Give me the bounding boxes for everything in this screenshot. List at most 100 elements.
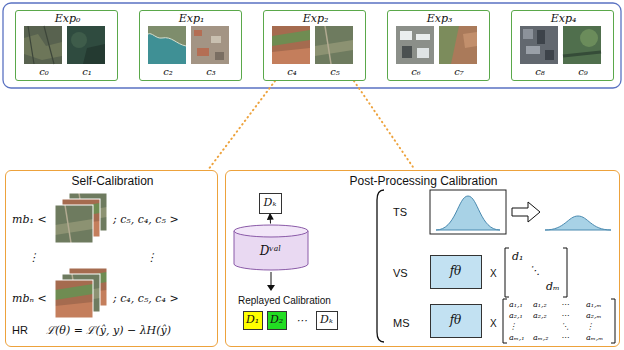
panel-title: Post-Processing Calibration	[349, 174, 497, 188]
node-label: a₁,₂	[533, 300, 547, 310]
art-use	[563, 26, 601, 64]
art-path	[377, 190, 384, 342]
node-label: MS	[393, 317, 410, 330]
node-label: Dᵛᵃˡ	[260, 244, 282, 258]
art-path	[505, 248, 567, 297]
art-rect	[430, 190, 506, 234]
dotted-link	[354, 81, 415, 170]
node-label: Dₖ	[264, 196, 277, 209]
node-label: ⋯	[561, 300, 569, 310]
node-label: dₘ	[546, 280, 560, 293]
panel-title: Self-Calibration	[71, 174, 153, 188]
node-label: ⋱	[561, 322, 569, 332]
model-box: fθ	[430, 255, 482, 289]
experience-box: Exp₁ c₂ c₃	[139, 10, 242, 81]
node-label: ⋱	[529, 264, 540, 277]
art-use	[24, 26, 62, 64]
node-label: c₅	[330, 66, 340, 78]
dataset-box: Dₖ	[316, 311, 338, 330]
cylinder-top	[234, 225, 308, 237]
node-label: a₂,ₘ	[586, 311, 601, 321]
node-label: c₁	[82, 66, 92, 78]
art-use	[148, 26, 186, 64]
node-label: aₘ,₁	[509, 333, 524, 343]
node-label: c₈	[535, 66, 545, 78]
art-use	[67, 26, 105, 64]
art-rect	[55, 280, 93, 318]
node-label: ⋯	[561, 311, 569, 321]
node-label: c₀	[39, 66, 49, 78]
node-label: c₄	[287, 66, 297, 78]
node-label: Exp₁	[179, 12, 205, 25]
stage-panel: Post-Processing CalibrationReplayed Cali…	[225, 170, 620, 347]
node-label: aₘ,ₘ	[586, 333, 603, 343]
art-path	[545, 216, 611, 230]
node-label: c₇	[454, 66, 464, 78]
node-label: ; c₄, c₅, c₄ >	[113, 292, 179, 305]
node-label: D₂	[270, 313, 283, 326]
art-polygon	[267, 285, 275, 291]
dataset-box: D₁	[243, 311, 263, 330]
art-path	[512, 202, 540, 222]
art-use	[55, 205, 93, 243]
node-label: ; c₅, c₄, c₅ >	[113, 213, 179, 226]
dataset-box: Dₖ	[259, 193, 282, 214]
node-label: mb₁ <	[12, 213, 47, 226]
art-rect	[55, 205, 93, 243]
art-path	[436, 196, 500, 230]
node-label: aₘ,₂	[533, 333, 548, 343]
dataset-box: D₂	[267, 311, 287, 330]
art-use	[439, 26, 477, 64]
node-label: X	[490, 268, 497, 280]
node-label: ⋮	[586, 322, 594, 332]
node-label: c₃	[206, 66, 216, 78]
experience-box: Exp₂ c₄ c₅	[263, 10, 366, 81]
art-rect	[3, 3, 621, 88]
art-use	[520, 26, 558, 64]
experience-box: Exp₀ c₀ c₁	[15, 10, 118, 81]
model-box: fθ	[430, 304, 482, 338]
node-label: Replayed Calibration	[238, 295, 331, 307]
node-label: Dₖ	[320, 313, 333, 326]
node-label: Exp₂	[303, 12, 329, 25]
node-label: ⋮	[509, 322, 517, 332]
node-label: D₁	[246, 313, 259, 326]
node-label: Exp₄	[551, 12, 577, 25]
node-label: a₂,₂	[533, 311, 547, 321]
node-label: c₆	[411, 66, 421, 78]
node-label: fθ	[450, 264, 462, 278]
art-use	[272, 26, 310, 64]
node-label: ⋮	[28, 251, 39, 264]
node-label: Exp₀	[55, 12, 81, 25]
node-label: c₉	[578, 66, 588, 78]
art-path	[503, 299, 615, 343]
node-label: mbₙ <	[12, 292, 47, 305]
node-label: c₂	[163, 66, 173, 78]
node-label: d₁	[512, 250, 523, 263]
dotted-link	[208, 81, 275, 170]
experience-box: Exp₄ c₈ c₉	[511, 10, 614, 81]
art-line	[271, 272, 272, 286]
node-label: fθ	[450, 313, 462, 327]
node-label: TS	[393, 206, 407, 219]
node-label: a₂,₁	[509, 311, 523, 321]
art-use	[55, 280, 93, 318]
node-label: HR	[12, 324, 28, 337]
stage-panel: Self-Calibration mb₁ < ; c₅, c₄, c₅ > ⋮ ⋮ mbₙ…	[5, 170, 218, 347]
art-use	[191, 26, 229, 64]
art-use	[315, 26, 353, 64]
node-label: X	[490, 318, 497, 330]
node-label: ⋯	[296, 314, 307, 327]
art-use	[396, 26, 434, 64]
node-label: a₁,₁	[509, 300, 523, 310]
node-label: ℒ(θ) = ℒ(ŷ, y) − λH(ŷ)	[46, 324, 171, 337]
node-label: ⋮	[146, 251, 157, 264]
node-label: VS	[393, 267, 408, 280]
node-label: ⋯	[561, 333, 569, 343]
arrow-connector	[270, 214, 272, 224]
experience-box: Exp₃ c₆ c₇	[387, 10, 490, 81]
node-label: a₁,ₘ	[586, 300, 601, 310]
node-label: Exp₃	[427, 12, 453, 25]
database-cylinder: Dᵛᵃˡ	[233, 224, 309, 271]
